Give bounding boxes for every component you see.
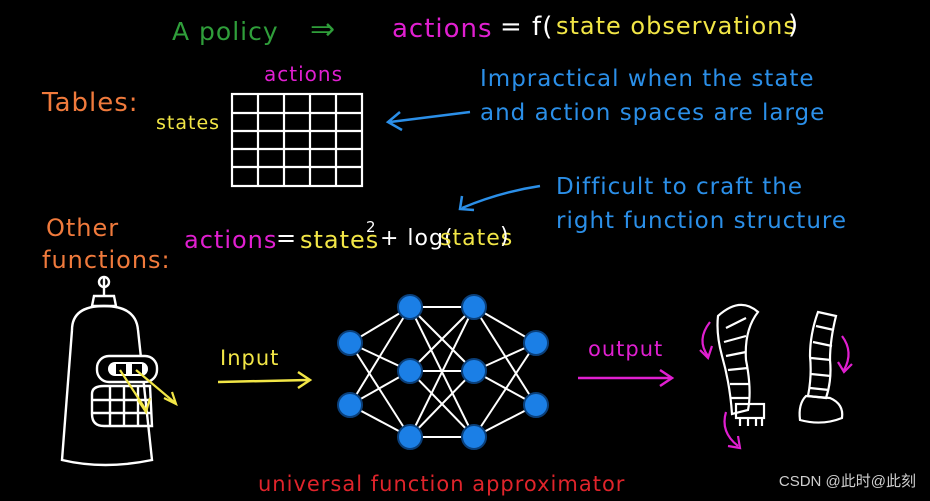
- other-label-line1: Other: [46, 214, 120, 242]
- eye-rays-icon: [119, 369, 178, 415]
- rotate-arrows-arm1-icon: [699, 321, 742, 450]
- other-note-line1: Difficult to craft the: [556, 174, 803, 200]
- eq-states: states: [300, 226, 380, 254]
- table-states-label: states: [156, 112, 221, 134]
- header-equals-f: = f(: [500, 12, 554, 42]
- header-close-paren: ): [788, 10, 800, 40]
- watermark: CSDN @此时@此刻: [778, 473, 916, 490]
- header-implies-arrow: ⇒: [310, 12, 337, 47]
- eq-exponent: 2: [366, 218, 377, 236]
- table-grid-icon: [230, 92, 364, 188]
- arrow-to-table-icon: [385, 110, 471, 132]
- robot-arm-claw-icon: [798, 310, 844, 424]
- neural-network-nodes: [337, 294, 549, 450]
- neural-network-icon: [349, 306, 537, 438]
- eq-close-paren: ): [500, 224, 510, 249]
- tables-label: Tables:: [42, 88, 139, 118]
- robot-arm-icon: [716, 303, 766, 426]
- eq-actions: actions: [184, 226, 278, 254]
- eq-states-2: states: [440, 226, 514, 251]
- header-actions: actions: [392, 14, 493, 44]
- tables-note-line2: and action spaces are large: [480, 100, 826, 126]
- output-arrow-icon: [578, 368, 675, 388]
- output-label: output: [588, 337, 664, 361]
- table-actions-label: actions: [264, 62, 343, 86]
- robot-head-icon: [60, 275, 159, 467]
- header-a-policy: A policy: [172, 17, 279, 46]
- input-label: Input: [220, 346, 280, 370]
- eq-plus-log: + log(: [380, 226, 454, 251]
- other-label-line2: functions:: [42, 246, 171, 274]
- other-note-line2: right function structure: [556, 208, 847, 234]
- header-state-observations: state observations: [556, 12, 797, 40]
- tables-note-line1: Impractical when the state: [480, 66, 815, 92]
- eq-equals: =: [276, 224, 298, 252]
- arrow-to-equation-icon: [458, 184, 541, 212]
- rotate-arrow-arm2-icon: [837, 335, 853, 374]
- caption: universal function approximator: [258, 472, 626, 496]
- input-arrow-icon: [217, 370, 313, 390]
